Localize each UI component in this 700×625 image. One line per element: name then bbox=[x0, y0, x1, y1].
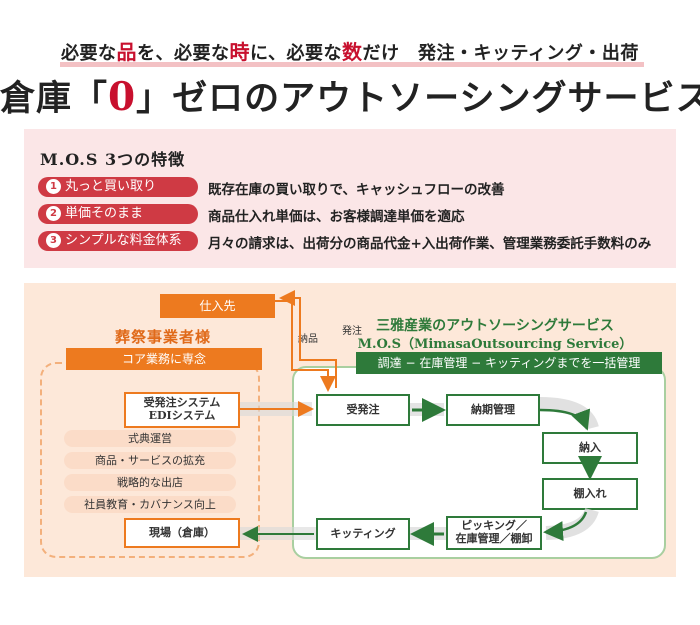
delivery-label: 納品 bbox=[298, 334, 318, 345]
client-tag-education: 社員教育・カバナンス向上 bbox=[64, 496, 236, 513]
step-shelving: 棚入れ bbox=[542, 478, 638, 510]
tagline-highlight: 時 bbox=[229, 40, 251, 64]
feature-label: 丸っと買い取り bbox=[65, 179, 157, 194]
feature-number: 3 bbox=[46, 233, 61, 248]
delivery-arrow bbox=[275, 300, 336, 392]
supplier-box: 仕入先 bbox=[160, 294, 275, 318]
feature-desc-1: 既存在庫の買い取りで、キャッシュフローの改善 bbox=[208, 182, 505, 198]
mos-title: 三雅産業のアウトソーシングサービス bbox=[376, 318, 614, 334]
order-label: 発注 bbox=[342, 326, 362, 337]
order-arrow bbox=[279, 290, 337, 388]
tagline-highlight: 数 bbox=[342, 40, 363, 64]
site-warehouse-box: 現場（倉庫） bbox=[124, 518, 240, 548]
headline-prefix: 倉庫「 bbox=[0, 78, 109, 119]
tagline-part: だけ 発注・キッティング・出荷 bbox=[362, 43, 639, 64]
feature-desc-3: 月々の請求は、出荷分の商品代金+入出荷作業、管理業務委託手数料のみ bbox=[208, 236, 652, 252]
headline-zero: 0 bbox=[108, 74, 137, 120]
step-picking: ピッキング／ 在庫管理／棚卸 bbox=[446, 516, 542, 550]
client-title: 葬祭事業者様 bbox=[114, 328, 211, 346]
client-tag-products: 商品・サービスの拡充 bbox=[64, 452, 236, 469]
mos-subtitle: M.O.S（MimasaOutsourcing Service） bbox=[357, 337, 633, 352]
feature-label: 単価そのまま bbox=[65, 206, 144, 221]
tagline-part: に、必要な bbox=[250, 43, 343, 64]
features-title: M.O.S 3つの特徴 bbox=[40, 150, 186, 169]
client-tag-stores: 戦略的な出店 bbox=[64, 474, 236, 491]
client-banner: コア業務に専念 bbox=[66, 348, 262, 370]
step-kitting: キッティング bbox=[316, 518, 410, 550]
headline: 倉庫「0」ゼロのアウトソーシングサービス bbox=[0, 70, 700, 121]
feature-pill-1: 1 丸っと買い取り bbox=[38, 177, 198, 197]
feature-pill-2: 2 単価そのまま bbox=[38, 204, 198, 224]
feature-pill-3: 3 シンプルな料金体系 bbox=[38, 231, 198, 251]
tagline-highlight: 品 bbox=[116, 40, 138, 64]
picking-line: ピッキング／ bbox=[461, 519, 527, 533]
inventory-line: 在庫管理／棚卸 bbox=[455, 532, 533, 545]
tagline-part: 必要な bbox=[61, 43, 117, 64]
feature-label: シンプルな料金体系 bbox=[65, 233, 182, 248]
feature-number: 1 bbox=[46, 179, 61, 194]
order-system-box: 受発注システム EDIシステム bbox=[124, 392, 240, 428]
mos-banner: 調達 − 在庫管理 − キッティングまでを一括管理 bbox=[356, 352, 662, 374]
tagline-part: を、必要な bbox=[137, 43, 230, 64]
curve-bottom-arrow bbox=[543, 511, 588, 542]
order-system-line: 受発注システム bbox=[143, 396, 221, 410]
edi-system-line: EDIシステム bbox=[148, 409, 216, 422]
tagline-underline bbox=[60, 62, 644, 67]
tagline: 必要な品を、必要な時に、必要な数だけ 発注・キッティング・出荷 bbox=[0, 36, 700, 65]
feature-number: 2 bbox=[46, 206, 61, 221]
client-tag-ceremony: 式典運営 bbox=[64, 430, 236, 447]
curve-top-arrow bbox=[539, 408, 591, 431]
headline-suffix: 」ゼロのアウトソーシングサービス bbox=[136, 78, 700, 119]
step-delivery-management: 納期管理 bbox=[446, 394, 540, 426]
feature-desc-2: 商品仕入れ単価は、お客様調達単価を適応 bbox=[208, 209, 465, 225]
step-order: 受発注 bbox=[316, 394, 410, 426]
